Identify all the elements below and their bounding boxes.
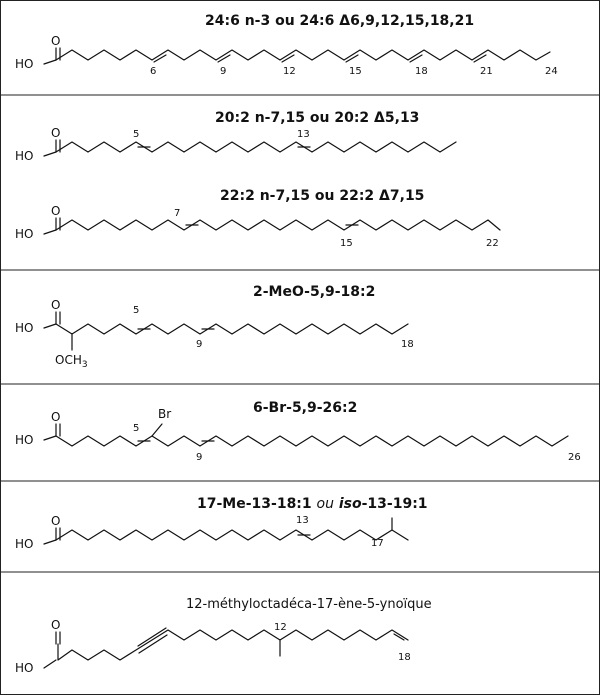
locant-1-9: 9 — [220, 66, 226, 77]
hydroxyl-label-4: HO — [15, 321, 33, 335]
carbon-chain-6 — [55, 529, 409, 541]
oxygen-label-2: O — [51, 126, 60, 140]
molecule-7-title: 12-méthyloctadéca-17-ène-5-ynoïque — [186, 597, 432, 612]
triple-bond-7a — [137, 627, 167, 647]
bromo-bond-5 — [151, 423, 163, 437]
oxygen-label-5: O — [51, 410, 60, 424]
double-bond-1a — [153, 54, 167, 63]
hydroxyl-label-5: HO — [15, 433, 33, 447]
locant-7-18: 18 — [398, 652, 411, 663]
molecule-2-title: 20:2 n-7,15 ou 20:2 Δ5,13 — [215, 110, 419, 126]
double-bond-1c — [281, 54, 295, 63]
molecule-7: 12-méthyloctadéca-17-ène-5-ynoïque O HO … — [15, 597, 432, 675]
terminal-double-bond-7 — [393, 633, 405, 641]
hydroxyl-bond-1 — [43, 59, 57, 65]
carbon-chain-5 — [55, 435, 569, 447]
hydroxyl-label-2: HO — [15, 149, 33, 163]
molecule-1-title: 24:6 n-3 ou 24:6 Δ6,9,12,15,18,21 — [205, 13, 474, 29]
locant-1-15: 15 — [349, 66, 362, 77]
molecule-4: 2-MeO-5,9-18:2 O HO OCH3 5 9 18 — [15, 284, 414, 370]
locant-6-13: 13 — [296, 515, 309, 526]
oxygen-label-4: O — [51, 298, 60, 312]
carbon-chain-3 — [55, 219, 501, 231]
carbon-chain-4 — [55, 323, 409, 335]
hydroxyl-label-1: HO — [15, 57, 33, 71]
molecule-1: 24:6 n-3 ou 24:6 Δ6,9,12,15,18,21 O HO 6… — [15, 13, 558, 77]
locant-4-5: 5 — [133, 305, 139, 316]
hydroxyl-bond-3 — [43, 229, 57, 235]
molecule-4-title: 2-MeO-5,9-18:2 — [253, 284, 375, 300]
hydroxyl-bond-2 — [43, 151, 57, 157]
hydroxyl-label-7: HO — [15, 661, 33, 675]
molecule-5: 6-Br-5,9-26:2 O HO Br 5 9 26 — [15, 400, 581, 463]
locant-5-9: 9 — [196, 452, 202, 463]
locant-1-6: 6 — [150, 66, 156, 77]
molecule-6-title: 17-Me-13-18:1 ou iso-13-19:1 — [197, 496, 428, 512]
hydroxyl-label-6: HO — [15, 537, 33, 551]
locant-3-15: 15 — [340, 238, 353, 249]
locant-1-24: 24 — [545, 66, 558, 77]
hydroxyl-bond-4 — [43, 323, 57, 329]
bromo-label-5: Br — [158, 407, 171, 421]
locant-7-12: 12 — [274, 622, 287, 633]
locant-6-17: 17 — [371, 538, 384, 549]
molecule-6: 17-Me-13-18:1 ou iso-13-19:1 O HO 13 17 — [15, 496, 428, 551]
oxygen-label-6: O — [51, 514, 60, 528]
oxygen-label-3: O — [51, 204, 60, 218]
locant-1-12: 12 — [283, 66, 296, 77]
locant-5-5: 5 — [133, 423, 139, 434]
hydroxyl-bond-7 — [43, 659, 57, 669]
double-bond-1f — [473, 54, 487, 63]
oxygen-label-1: O — [51, 34, 60, 48]
carbon-chain-2 — [55, 141, 457, 153]
double-bond-1e — [409, 54, 423, 63]
double-bond-1d — [345, 54, 359, 63]
locant-4-18: 18 — [401, 339, 414, 350]
hydroxyl-bond-6 — [43, 539, 57, 545]
molecule-3-title: 22:2 n-7,15 ou 22:2 Δ7,15 — [220, 188, 424, 204]
locant-3-7: 7 — [174, 208, 180, 219]
carbon-chain-7 — [57, 629, 409, 661]
locant-2-5: 5 — [133, 129, 139, 140]
molecule-2: 20:2 n-7,15 ou 20:2 Δ5,13 O HO 5 13 — [15, 110, 457, 163]
locant-1-18: 18 — [415, 66, 428, 77]
oxygen-label-7: O — [51, 618, 60, 632]
carbon-chain-1 — [55, 49, 551, 61]
triple-bond-7b — [138, 634, 168, 654]
methoxy-label-4: OCH3 — [55, 353, 88, 370]
locant-3-22: 22 — [486, 238, 499, 249]
locant-1-21: 21 — [480, 66, 493, 77]
double-bond-1b — [217, 54, 231, 63]
hydroxyl-bond-5 — [43, 435, 57, 441]
locant-2-13: 13 — [297, 129, 310, 140]
molecule-3: 22:2 n-7,15 ou 22:2 Δ7,15 O HO 7 15 22 — [15, 188, 501, 249]
locant-5-26: 26 — [568, 452, 581, 463]
locant-4-9: 9 — [196, 339, 202, 350]
hydroxyl-label-3: HO — [15, 227, 33, 241]
molecule-5-title: 6-Br-5,9-26:2 — [253, 400, 357, 416]
